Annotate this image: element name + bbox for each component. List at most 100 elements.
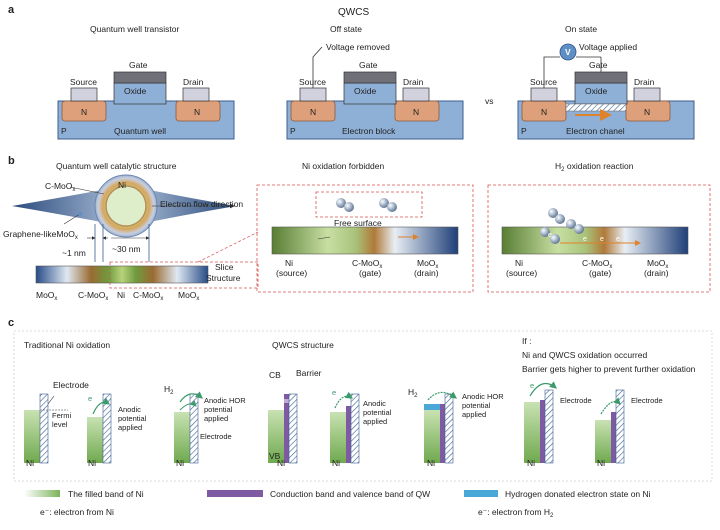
qw-e: e: [332, 388, 337, 397]
legend-swatch-blue: [464, 490, 498, 497]
c-moox-label: C-MoOx: [45, 181, 76, 193]
bar-label-moox-left: MoOx: [36, 290, 58, 302]
n-left-label: N: [541, 107, 548, 117]
substrate-label: Quantum well: [114, 126, 166, 136]
trad-band-2: [87, 393, 112, 464]
n-left-label: N: [310, 107, 317, 117]
qw-anodic-1: Anodic: [363, 399, 386, 408]
h2-oxidation-box: [487, 184, 711, 293]
bar-label-cmoox-right: C-MoOx: [133, 290, 164, 302]
hor-1: Anodic HOR: [204, 396, 246, 405]
qw-hor-3: applied: [462, 410, 487, 419]
qwcs-band-1: [268, 393, 298, 464]
trad-electrode-2: Electrode: [200, 432, 232, 441]
if-band-1: [524, 381, 557, 464]
if-e: e: [530, 381, 535, 390]
right-c-sub: (gate): [589, 268, 612, 278]
mid-ni: Ni: [285, 258, 294, 268]
on-title: On state: [565, 24, 598, 34]
qw-ni-1: Ni: [277, 458, 286, 468]
panel-letter-c: c: [8, 317, 15, 329]
hor-3: applied: [204, 414, 229, 423]
drain-label: Drain: [403, 77, 424, 87]
catalytic-structure: [12, 174, 236, 262]
source-label: Source: [530, 77, 557, 87]
right-c: C-MoOx: [582, 258, 613, 270]
transistor-title: Quantum well transistor: [90, 24, 180, 34]
voltage-removed: Voltage removed: [326, 42, 390, 52]
qw-hor-2: potential: [462, 401, 491, 410]
ni-oxidation-title: Ni oxidation forbidden: [302, 161, 385, 171]
substrate-label: Electron block: [342, 126, 396, 136]
bar-label-ni: Ni: [117, 290, 126, 300]
device-on-state: [517, 43, 695, 140]
trad-e: e: [88, 394, 93, 403]
source-label: Source: [299, 77, 326, 87]
voltage-icon: V: [565, 47, 571, 57]
fermi-2: level: [52, 420, 68, 429]
voltage-applied: Voltage applied: [579, 42, 638, 52]
p-label: P: [290, 126, 296, 136]
qw-hor-1: Anodic HOR: [462, 392, 504, 401]
mid-ni-sub: (source): [276, 268, 308, 278]
hor-2: potential: [204, 405, 233, 414]
right-ni: Ni: [515, 258, 524, 268]
trad-title: Traditional Ni oxidation: [24, 340, 111, 350]
ni-oxidation-box: [256, 184, 474, 293]
oxide-label: Oxide: [585, 86, 608, 96]
anodic-3: applied: [118, 423, 143, 432]
trad-electrode: Electrode: [53, 380, 89, 390]
h2-oxidation-title: H2 oxidation reaction: [555, 161, 634, 173]
cb-label: CB: [269, 370, 281, 380]
n-right-label: N: [644, 107, 651, 117]
free-surface-label: Free surface: [334, 218, 382, 228]
qw-anodic-2: potential: [363, 408, 392, 417]
graphene-label: Graphene-likeMoOx: [3, 229, 78, 241]
mid-c: C-MoOx: [352, 258, 383, 270]
trad-ni-2: Ni: [88, 458, 97, 468]
n-right-label: N: [194, 107, 201, 117]
bar-label-cmoox-left: C-MoOx: [78, 290, 109, 302]
structure-label: Structure: [206, 273, 241, 283]
legend-hydrogen: Hydrogen donated electron state on Ni: [505, 489, 651, 499]
if-ni-2: Ni: [597, 458, 606, 468]
trad-h2: H2: [164, 384, 174, 396]
p-label: P: [521, 126, 527, 136]
if-ni-1: Ni: [527, 458, 536, 468]
qwcs-title: QWCS structure: [272, 340, 334, 350]
bar-label-moox-right: MoOx: [178, 290, 200, 302]
if-electrode-1: Electrode: [560, 396, 592, 405]
slice-bar: [35, 265, 209, 284]
p-label: P: [61, 126, 67, 136]
legend-filled: The filled band of Ni: [68, 489, 144, 499]
fermi-1: Fermi: [52, 411, 72, 420]
panel-a-title: QWCS: [338, 7, 370, 18]
qw-ni-2: Ni: [332, 458, 341, 468]
mid-bar: [271, 226, 459, 255]
if-electrode-2: Electrode: [631, 396, 663, 405]
trad-ni-3: Ni: [176, 458, 185, 468]
anodic-1: Anodic: [118, 405, 141, 414]
if-title: If :: [522, 336, 532, 346]
dim-30nm: ~30 nm: [112, 244, 141, 254]
right-m: MoOx: [647, 258, 669, 270]
e-label-3: e: [600, 236, 604, 243]
vb-label: VB: [269, 451, 281, 461]
panel-letter-a: a: [8, 4, 15, 16]
device-transistor: [57, 71, 235, 140]
trad-ni-1: Ni: [26, 458, 35, 468]
legend-swatch-green: [24, 490, 60, 497]
n-right-label: N: [413, 107, 420, 117]
if-band-2: [595, 389, 625, 464]
panel-c-frame: [13, 330, 713, 482]
gate-label: Gate: [359, 60, 378, 70]
qw-h2: H2: [408, 387, 418, 399]
trad-band-1: [24, 393, 68, 464]
gate-label: Gate: [589, 60, 608, 70]
gate-label: Gate: [129, 60, 148, 70]
e-label-2: e: [583, 236, 587, 243]
oxide-label: Oxide: [124, 86, 147, 96]
dim-1nm: ~1 nm: [62, 248, 86, 258]
qwcs-band-3: [424, 391, 457, 464]
